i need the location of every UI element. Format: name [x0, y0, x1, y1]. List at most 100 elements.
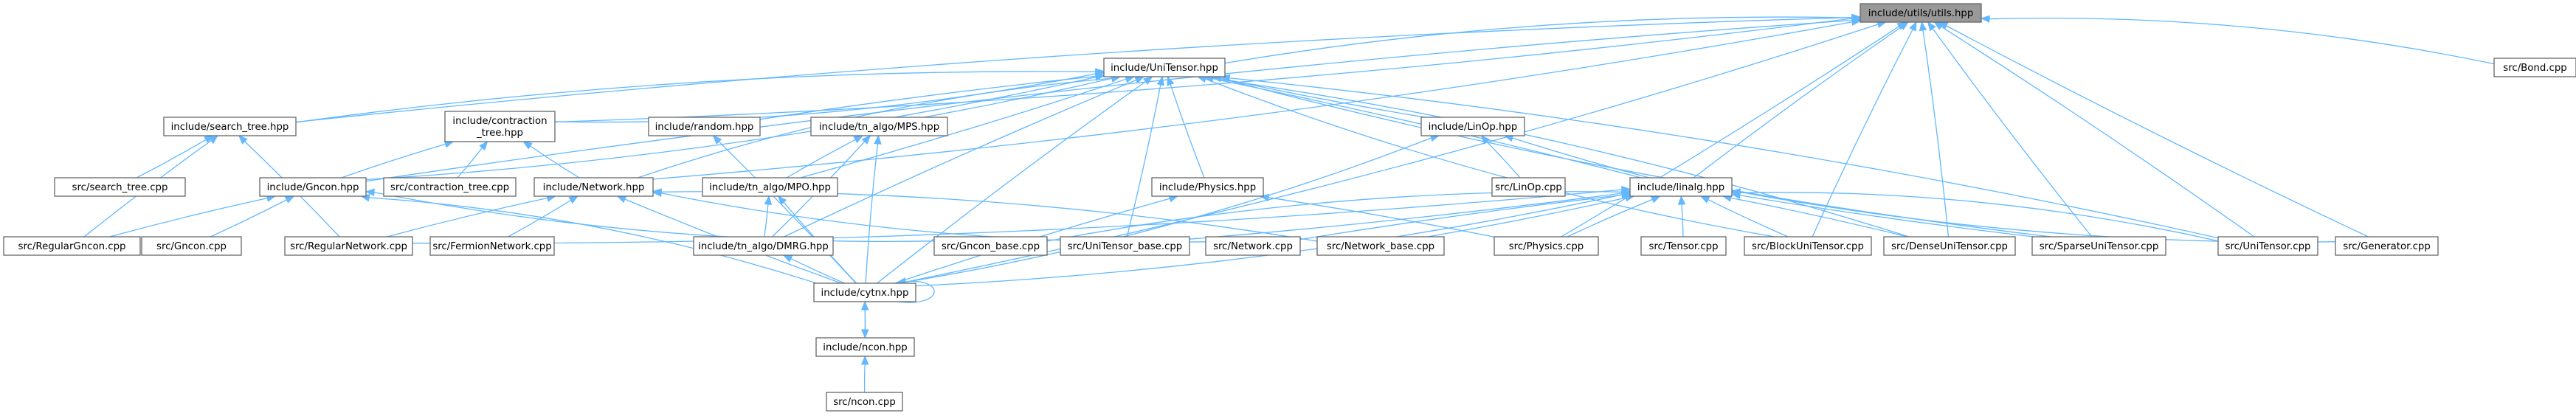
node-box	[284, 236, 413, 256]
arrowhead-icon	[365, 188, 375, 196]
edge-dmrg-hpp-to-mpo-hpp	[764, 195, 772, 238]
node-unitensor-cpp[interactable]: src/UniTensor.cpp	[2217, 236, 2318, 256]
node-box	[1491, 177, 1566, 197]
node-label: src/Network.cpp	[1213, 241, 1293, 252]
node-tensor-cpp[interactable]: src/Tensor.cpp	[1640, 236, 1727, 256]
node-search-tree-hpp[interactable]: include/search_tree.hpp	[163, 117, 297, 136]
node-box	[141, 236, 242, 256]
node-dmrg-hpp[interactable]: include/tn_algo/DMRG.hpp	[693, 236, 834, 256]
node-sparseunitensor-cpp[interactable]: src/SparseUniTensor.cpp	[2031, 236, 2166, 256]
arrowhead-icon	[1094, 73, 1105, 81]
node-label: src/Gncon.cpp	[156, 241, 227, 252]
edge-line	[897, 280, 935, 303]
edge-line	[1268, 197, 1495, 238]
edge-line	[1738, 194, 2034, 238]
node-linop-hpp[interactable]: include/LinOp.hpp	[1420, 117, 1525, 136]
node-label: include/Physics.hpp	[1159, 182, 1256, 193]
node-cytnx-hpp[interactable]: include/cytnx.hpp	[813, 282, 916, 302]
edge-blockunitensor-cpp-to-unitensor-hpp	[1196, 75, 1775, 238]
node-fermionnetwork-cpp[interactable]: src/FermionNetwork.cpp	[429, 236, 555, 256]
edge-line	[365, 76, 1097, 181]
node-label: src/Network_base.cpp	[1327, 241, 1434, 252]
node-search-tree-cpp[interactable]: src/search_tree.cpp	[54, 177, 186, 197]
node-box	[429, 236, 555, 256]
node-gncon-base-cpp[interactable]: src/Gncon_base.cpp	[933, 236, 1048, 256]
node-label: src/DenseUniTensor.cpp	[1891, 241, 2008, 252]
edge-line	[1170, 83, 1205, 178]
node-linalg-hpp[interactable]: include/linalg.hpp	[1629, 177, 1733, 197]
node-box	[813, 282, 916, 302]
node-mpo-hpp[interactable]: include/tn_algo/MPO.hpp	[702, 177, 838, 197]
node-box	[1860, 3, 1982, 23]
arrowhead-icon	[479, 140, 488, 151]
node-gncon-cpp[interactable]: src/Gncon.cpp	[141, 236, 242, 256]
edge-gncon-hpp-to-unitensor-hpp	[365, 73, 1105, 181]
node-label: src/ncon.cpp	[833, 397, 896, 408]
node-box	[815, 337, 915, 357]
edge-line	[1707, 198, 1789, 238]
arrowhead-icon	[764, 195, 772, 205]
node-unitensor-hpp[interactable]: include/UniTensor.hpp	[1103, 58, 1226, 77]
node-blockunitensor-cpp[interactable]: src/BlockUniTensor.cpp	[1744, 236, 1872, 256]
node-physics-cpp[interactable]: src/Physics.cpp	[1494, 236, 1599, 256]
node-label: src/FermionNetwork.cpp	[432, 241, 551, 252]
edge-line	[1511, 137, 1650, 178]
node-label: src/contraction_tree.cpp	[390, 182, 509, 193]
node-ncon-hpp[interactable]: include/ncon.hpp	[815, 337, 915, 357]
node-label: src/UniTensor.cpp	[2225, 241, 2311, 252]
node-box	[1103, 58, 1226, 77]
edge-line	[341, 143, 446, 178]
node-box	[2031, 236, 2166, 256]
node-utils[interactable]: include/utils/utils.hpp	[1860, 3, 1982, 23]
node-network-base-cpp[interactable]: src/Network_base.cpp	[1316, 236, 1445, 256]
node-label: include/random.hpp	[655, 122, 754, 133]
arrowhead-icon	[860, 355, 869, 365]
edge-network-hpp-to-contraction-tree-hpp	[522, 141, 580, 178]
node-generator-cpp[interactable]: src/Generator.cpp	[2335, 236, 2439, 256]
edge-line	[877, 80, 1147, 284]
edge-gncon-hpp-to-contraction-tree-hpp	[341, 140, 455, 178]
node-bond-cpp[interactable]: src/Bond.cpp	[2493, 58, 2576, 77]
node-label: include/search_tree.hpp	[171, 122, 289, 133]
node-label: include/Gncon.hpp	[267, 182, 359, 193]
node-box	[1494, 236, 1599, 256]
edge-line	[210, 198, 288, 238]
node-physics-hpp[interactable]: include/Physics.hpp	[1151, 177, 1264, 197]
node-unitensor-base-cpp[interactable]: src/UniTensor_base.cpp	[1060, 236, 1190, 256]
node-random-hpp[interactable]: include/random.hpp	[648, 117, 761, 136]
edge-fermionnetwork-cpp-to-network-hpp	[508, 195, 579, 238]
arrowhead-icon	[1896, 21, 1907, 30]
node-network-hpp[interactable]: include/Network.hpp	[533, 177, 654, 197]
arrowhead-icon	[1650, 195, 1661, 204]
edge-line	[1945, 24, 2369, 238]
arrowhead-icon	[1980, 15, 1990, 23]
node-linop-cpp[interactable]: src/LinOp.cpp	[1491, 177, 1566, 197]
node-ncon-cpp[interactable]: src/ncon.cpp	[826, 392, 903, 412]
node-box	[259, 177, 367, 197]
edge-blockunitensor-cpp-to-utils	[1812, 21, 1917, 238]
node-box	[1883, 236, 2016, 256]
arrowhead-icon	[1927, 21, 1936, 32]
arrowhead-icon	[284, 195, 295, 204]
node-gncon-hpp[interactable]: include/Gncon.hpp	[259, 177, 367, 197]
node-contraction-tree-cpp[interactable]: src/contraction_tree.cpp	[383, 177, 517, 197]
edge-gncon-base-cpp-to-gncon-hpp	[365, 188, 935, 243]
node-contraction-tree-hpp[interactable]: include/contraction_tree.hpp	[444, 111, 556, 142]
edge-line	[1730, 197, 1908, 238]
edge-line	[1204, 78, 1775, 238]
edge-line	[923, 77, 1113, 118]
edge-cytnx-hpp-to-linop-hpp	[898, 134, 1440, 284]
edge-line	[295, 71, 1097, 123]
node-network-cpp[interactable]: src/Network.cpp	[1205, 236, 1301, 256]
edge-line	[529, 145, 580, 178]
node-regularnetwork-cpp[interactable]: src/RegularNetwork.cpp	[284, 236, 413, 256]
edge-line	[863, 363, 866, 393]
node-regulargncon-cpp[interactable]: src/RegularGncon.cpp	[3, 236, 141, 256]
arrowhead-icon	[861, 135, 871, 145]
edge-line	[1812, 28, 1914, 238]
node-label: include/Network.hpp	[543, 182, 645, 193]
node-denseunitensor-cpp[interactable]: src/DenseUniTensor.cpp	[1883, 236, 2016, 256]
node-mps-hpp[interactable]: include/tn_algo/MPS.hpp	[810, 117, 948, 136]
arrowhead-icon	[522, 141, 533, 150]
node-label: include/LinOp.hpp	[1429, 122, 1518, 133]
